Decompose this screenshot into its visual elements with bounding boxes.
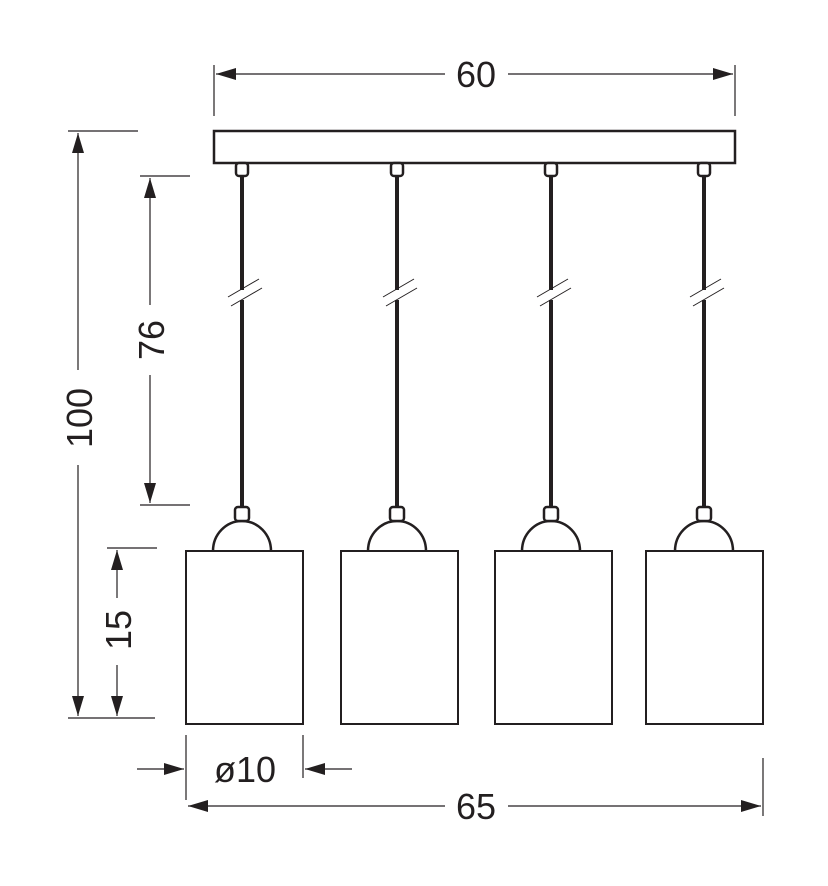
break-mark xyxy=(227,278,260,298)
break-mark xyxy=(689,278,722,298)
pendant-lamp xyxy=(494,161,613,725)
break-mark xyxy=(385,287,418,307)
cord-connector xyxy=(389,161,405,178)
break-mark xyxy=(539,287,572,307)
lamp-shade xyxy=(645,550,764,725)
lamp-shade xyxy=(340,550,459,725)
socket-dome xyxy=(211,519,273,552)
dimension-label-60: 60 xyxy=(456,54,496,95)
cord-connector xyxy=(234,161,250,178)
dimension-canopy-width: 60 xyxy=(213,54,736,116)
break-mark xyxy=(692,287,725,307)
dimension-shade-diameter: ø10 xyxy=(137,735,352,800)
socket-cap xyxy=(388,505,406,523)
socket-dome xyxy=(673,519,735,552)
lamp-shade xyxy=(494,550,613,725)
socket-dome xyxy=(520,519,582,552)
cord-connector xyxy=(696,161,712,178)
dimension-label-15: 15 xyxy=(98,610,139,650)
dimension-cord-length: 76 xyxy=(131,175,190,506)
break-mark xyxy=(230,287,263,307)
dimension-total-height: 100 xyxy=(59,130,155,719)
pendant-lamp xyxy=(185,161,304,725)
socket-dome xyxy=(366,519,428,552)
dimension-label-diameter: ø10 xyxy=(214,749,276,790)
dimension-label-100: 100 xyxy=(59,388,100,448)
dimension-label-65: 65 xyxy=(456,786,496,827)
pendant-lamp xyxy=(645,161,764,725)
pendant-lamps xyxy=(185,161,764,725)
break-mark xyxy=(536,278,569,298)
pendant-lamp xyxy=(340,161,459,725)
lamp-shade xyxy=(185,550,304,725)
break-mark xyxy=(382,278,415,298)
dimension-total-width: 65 xyxy=(188,758,764,827)
dimension-shade-height: 15 xyxy=(98,547,157,716)
cord-connector xyxy=(543,161,559,178)
socket-cap xyxy=(542,505,560,523)
socket-cap xyxy=(233,505,251,523)
dimension-label-76: 76 xyxy=(131,320,172,360)
ceiling-canopy xyxy=(212,129,737,165)
socket-cap xyxy=(695,505,713,523)
